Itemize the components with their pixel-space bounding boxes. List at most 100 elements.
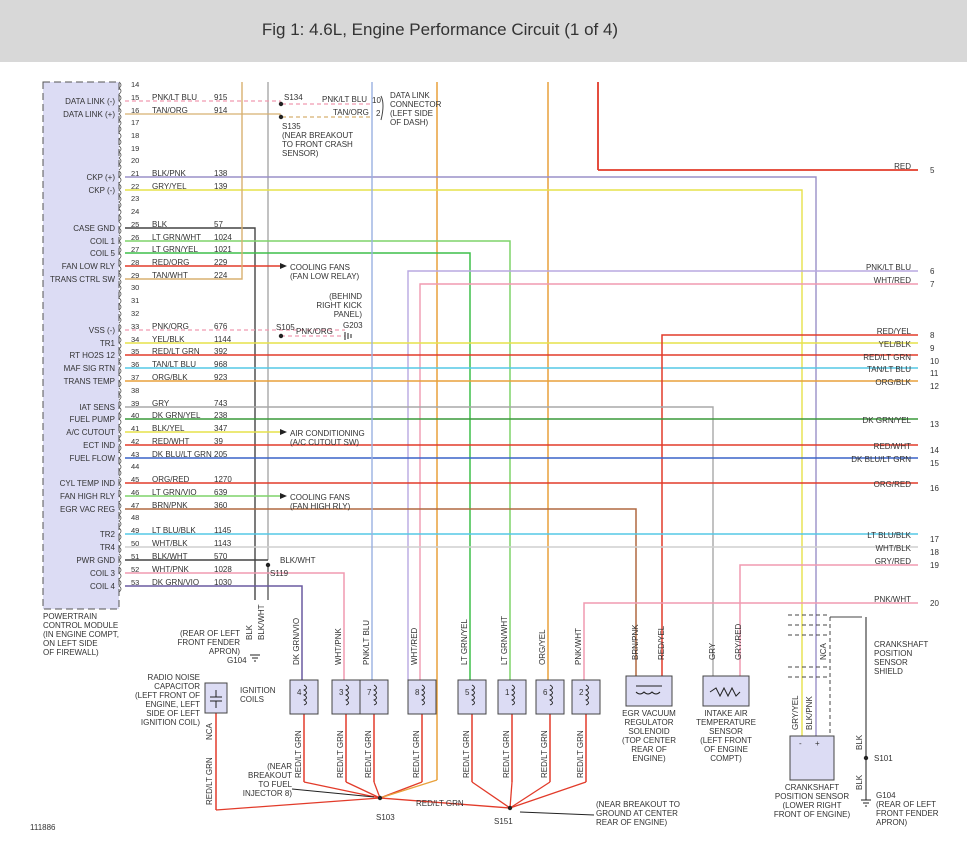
pin-number: 51: [131, 552, 139, 561]
pin-name: CKP (-): [88, 186, 115, 195]
pin-number: 53: [131, 578, 139, 587]
coil-bottom-label: RED/LT GRN: [576, 730, 585, 778]
pin-circuit: 1270: [214, 475, 232, 484]
splice-s101: [863, 755, 869, 761]
pin-bracket: [118, 81, 122, 95]
pin-wire-color: ORG/RED: [152, 475, 190, 484]
pin-name: FAN HIGH RLY: [60, 492, 116, 501]
right-wire-color: DK BLU/LT GRN: [851, 455, 911, 464]
wire-case-gnd: [125, 227, 256, 600]
pin-number: 22: [131, 182, 139, 191]
pin-bracket: [118, 425, 122, 439]
right-wire-color: WHT/BLK: [875, 544, 911, 553]
label-ign-coils: COILS: [240, 695, 264, 704]
right-wire-number: 8: [930, 331, 935, 340]
label-egr: REGULATOR: [624, 718, 673, 727]
coil-bottom-label: RED/LT GRN: [364, 730, 373, 778]
pin-bracket: [118, 566, 122, 580]
pin-wire-color: LT GRN/WHT: [152, 233, 201, 242]
ignition-coil: [407, 679, 437, 715]
pcm-label: OF FIREWALL): [43, 648, 99, 657]
coil-number: 8: [415, 688, 420, 697]
label-blk-right-2: BLK: [855, 774, 864, 790]
pin-name: COIL 3: [90, 569, 116, 578]
label-egr: (TOP CENTER: [622, 736, 676, 745]
label-iat: SENSOR: [709, 727, 743, 736]
pin-bracket: [118, 553, 122, 567]
pin-bracket: [118, 297, 122, 311]
pin-bracket: [118, 170, 122, 184]
pin-bracket: [118, 502, 122, 516]
wire-red-yel-8: [661, 334, 918, 680]
ckp-shield: [788, 614, 830, 678]
wire-to-s103: [303, 781, 381, 799]
label-ckp-sensor: POSITION SENSOR: [775, 792, 849, 801]
pin-wire-color: DK BLU/LT GRN: [152, 450, 212, 459]
pin-name: COIL 1: [90, 237, 116, 246]
pin-bracket: [118, 374, 122, 388]
right-wire-number: 9: [930, 344, 935, 353]
pin-number: 33: [131, 322, 139, 331]
splice-s151: [507, 805, 513, 811]
pin-wire-color: BRN/PNK: [152, 501, 188, 510]
pin-number: 47: [131, 501, 139, 510]
pcm-body: [42, 81, 120, 610]
right-wire-number: 10: [930, 357, 939, 366]
pin-number: 38: [131, 386, 139, 395]
label-injector: INJECTOR 8): [243, 789, 293, 798]
right-wire-color: PNK/LT BLU: [866, 263, 911, 272]
pin-bracket: [118, 145, 122, 159]
pin-bracket: [118, 246, 122, 260]
egr-solenoid: [625, 675, 673, 707]
pin-wire-color: BLK: [152, 220, 168, 229]
coil-number: 1: [505, 688, 510, 697]
figure-number: 111886: [30, 823, 56, 832]
pin-circuit: 347: [214, 424, 228, 433]
label-ckp-shield: SHIELD: [874, 667, 903, 676]
pin-bracket: [118, 221, 122, 235]
label-injector: BREAKOUT: [248, 771, 292, 780]
label-s151-note: GROUND AT CENTER: [596, 809, 678, 818]
coil-number: 4: [297, 688, 302, 697]
pin-number: 40: [131, 411, 139, 420]
pin-circuit: 1144: [214, 335, 232, 344]
coil-bottom-label: RED/LT GRN: [502, 730, 511, 778]
label-ckp-sensor: (LOWER RIGHT: [782, 801, 841, 810]
ground-icon-g104: [250, 654, 260, 662]
pin-circuit: 1143: [214, 539, 232, 548]
wire-to-s103: [379, 779, 438, 799]
pin-bracket: [118, 234, 122, 248]
pin-name: CYL TEMP IND: [60, 479, 116, 488]
coil-wire-label: WHT/RED: [410, 627, 419, 665]
solenoid-icon: [635, 685, 662, 695]
pin-wire-color: RED/LT GRN: [152, 347, 200, 356]
right-wire-color: RED/WHT: [874, 442, 911, 451]
pin-number: 37: [131, 373, 139, 382]
pin-circuit: 138: [214, 169, 228, 178]
capacitor-body: [204, 682, 228, 714]
wire-trans-ctrl: [125, 82, 243, 280]
coil-winding-icon: [548, 684, 553, 706]
wire-coil5: [125, 252, 471, 680]
pin-wire-color: ORG/BLK: [152, 373, 188, 382]
label-s134: S134: [284, 93, 303, 102]
pin-name: A/C CUTOUT: [66, 428, 115, 437]
label-dlc-tan: TAN/ORG: [333, 108, 369, 117]
label-iat: COMPT): [710, 754, 742, 763]
coil-wire-label: ORG/YEL: [538, 629, 547, 665]
pin-bracket: [118, 310, 122, 324]
label-noise-cap: IGNITION COIL): [141, 718, 200, 727]
egr-wire-label: RED/YEL: [657, 625, 666, 660]
pin-name: RT HO2S 12: [69, 351, 115, 360]
pin-wire-color: DK GRN/YEL: [152, 411, 201, 420]
pin-wire-color: TAN/WHT: [152, 271, 188, 280]
pin-number: 20: [131, 156, 139, 165]
pin-circuit: 743: [214, 399, 228, 408]
pin-name: ECT IND: [83, 441, 115, 450]
label-g104-left-note: (REAR OF LEFT: [180, 629, 240, 638]
pin-bracket: [118, 514, 122, 528]
label-g104-left-note: APRON): [209, 647, 240, 656]
pin-name: FUEL FLOW: [70, 454, 116, 463]
label-injector: (NEAR: [267, 762, 292, 771]
pin-circuit: 915: [214, 93, 228, 102]
